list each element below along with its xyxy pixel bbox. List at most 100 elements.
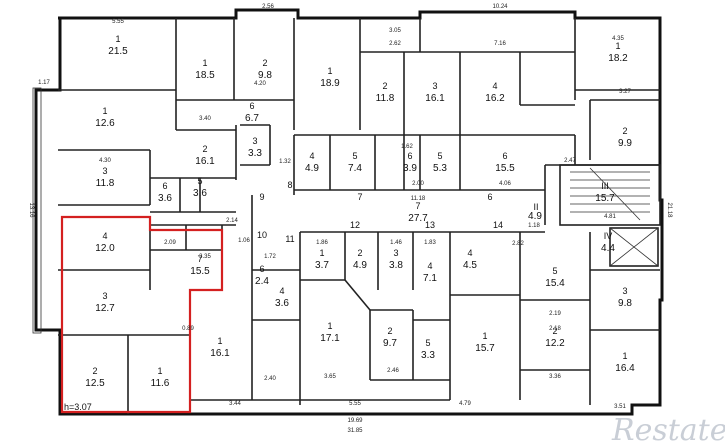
room-area: 18.2 bbox=[608, 53, 628, 64]
room-r1: 121.5 bbox=[108, 34, 128, 57]
room-r32: 47.1 bbox=[423, 261, 437, 284]
room-r18: 412.0 bbox=[95, 231, 115, 254]
room-number: 4 bbox=[102, 231, 107, 241]
room-area: 3.3 bbox=[248, 148, 262, 159]
room-number: 2 bbox=[382, 81, 387, 91]
room-r3: 29.8 bbox=[258, 58, 272, 81]
room-area: 4.4 bbox=[601, 243, 615, 254]
dimension-label: 1.46 bbox=[390, 240, 402, 246]
room-r23: 116.1 bbox=[210, 336, 230, 359]
room-area: 4.9 bbox=[305, 163, 319, 174]
dimension-label: 21.18 bbox=[666, 202, 672, 218]
room-number: 1 bbox=[157, 366, 162, 376]
room-number: 6 bbox=[162, 181, 167, 191]
dimension-label: 3.05 bbox=[389, 28, 401, 34]
room-number: 6 bbox=[502, 151, 507, 161]
room-r21: 111.6 bbox=[151, 366, 170, 389]
room-number: 2 bbox=[262, 58, 267, 68]
dimension-label: 4.35 bbox=[612, 36, 624, 42]
room-area: 12.2 bbox=[545, 338, 565, 349]
room-area: 3.8 bbox=[389, 260, 403, 271]
room-area: 4.9 bbox=[528, 211, 542, 222]
dimension-label: 2.40 bbox=[264, 376, 276, 382]
dimension-label: 2.46 bbox=[387, 368, 399, 374]
room-area: 18.9 bbox=[320, 78, 340, 89]
room-area: 16.2 bbox=[485, 93, 505, 104]
room-area: 3.6 bbox=[193, 188, 207, 199]
room-r43: III 15.7 bbox=[595, 181, 615, 204]
dimension-label: 2.14 bbox=[226, 218, 238, 224]
room-area: 15.7 bbox=[595, 193, 615, 204]
room-area: 12.0 bbox=[95, 243, 115, 254]
room-number: 1 bbox=[327, 321, 332, 331]
room-area: 15.5 bbox=[495, 163, 515, 174]
room-r36: 43.6 bbox=[275, 286, 289, 309]
room-number: III bbox=[601, 181, 609, 191]
dimension-label: 5.55 bbox=[112, 19, 124, 25]
axis-marker: 14 bbox=[493, 220, 503, 230]
axis-marker: 6 bbox=[487, 192, 492, 202]
axis-marker: 12 bbox=[350, 220, 360, 230]
room-r19: 312.7 bbox=[95, 291, 115, 314]
dimension-label: 2.82 bbox=[512, 241, 524, 247]
dimension-label: 4.20 bbox=[254, 81, 266, 87]
room-r35: 13.7 bbox=[315, 248, 329, 271]
dimension-label: 31.85 bbox=[347, 428, 363, 434]
room-r41: 62.4 bbox=[255, 264, 269, 287]
room-number: 3 bbox=[102, 166, 107, 176]
room-number: 6 bbox=[259, 264, 264, 274]
dimension-label: 2.62 bbox=[389, 41, 401, 47]
room-area: 9.9 bbox=[618, 138, 632, 149]
dimension-label: 1.83 bbox=[424, 240, 436, 246]
room-number: 4 bbox=[492, 81, 497, 91]
room-number: IV bbox=[604, 231, 613, 241]
room-r28: 116.4 bbox=[615, 351, 635, 374]
room-number: 1 bbox=[327, 66, 332, 76]
room-number: 1 bbox=[622, 351, 627, 361]
room-r6: 316.1 bbox=[425, 81, 445, 104]
room-r20: 212.5 bbox=[85, 366, 105, 389]
room-area: 12.7 bbox=[95, 303, 115, 314]
dimension-label: 1.18 bbox=[528, 223, 540, 229]
axis-marker: 9 bbox=[259, 192, 264, 202]
dimension-label: 10.24 bbox=[492, 4, 508, 10]
room-number: 6 bbox=[407, 151, 412, 161]
room-number: 2 bbox=[357, 248, 362, 258]
room-number: 4 bbox=[309, 151, 314, 161]
room-area: 16.1 bbox=[210, 348, 230, 359]
dimension-label: 4.06 bbox=[499, 181, 511, 187]
dimension-label: 3.65 bbox=[324, 374, 336, 380]
dimension-label: 3.27 bbox=[619, 89, 631, 95]
room-area: 15.7 bbox=[475, 343, 495, 354]
room-r7: 416.2 bbox=[485, 81, 505, 104]
dimension-label: 3.36 bbox=[549, 374, 561, 380]
room-r2: 118.5 bbox=[195, 58, 215, 81]
room-r4: 118.9 bbox=[320, 66, 340, 89]
room-r25: 29.7 bbox=[383, 326, 397, 349]
room-r15: 55.3 bbox=[433, 151, 447, 174]
room-number: 1 bbox=[102, 106, 107, 116]
room-number: 3 bbox=[102, 291, 107, 301]
ceiling-height-label: h=3.07 bbox=[64, 402, 92, 412]
dimension-label: 3.40 bbox=[199, 116, 211, 122]
room-r40: 53.6 bbox=[193, 176, 207, 199]
room-area: 16.1 bbox=[425, 93, 445, 104]
balcony-left bbox=[32, 87, 42, 334]
room-number: 4 bbox=[427, 261, 432, 271]
room-r22: 715.5 bbox=[190, 254, 210, 277]
selected-apartment-outline bbox=[60, 215, 224, 414]
exterior-wall bbox=[34, 8, 664, 416]
room-number: 6 bbox=[249, 101, 254, 111]
room-r29: 39.8 bbox=[618, 286, 632, 309]
room-area: 6.7 bbox=[245, 113, 259, 124]
room-number: 1 bbox=[319, 248, 324, 258]
room-area: 4.9 bbox=[353, 260, 367, 271]
axis-marker: 11 bbox=[285, 234, 294, 244]
room-r10: 311.8 bbox=[96, 166, 115, 189]
room-area: 16.4 bbox=[615, 363, 635, 374]
room-number: 2 bbox=[387, 326, 392, 336]
stair-core bbox=[559, 164, 661, 226]
room-r38: 33.3 bbox=[248, 136, 262, 159]
